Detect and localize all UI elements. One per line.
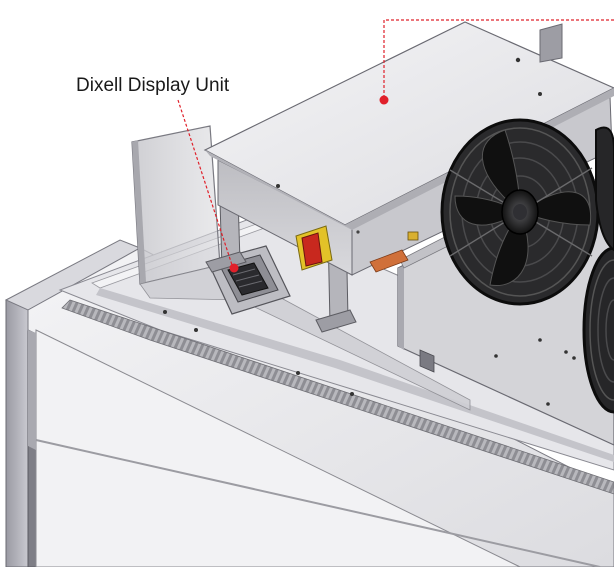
isolator-switch	[295, 225, 333, 271]
side-guard-panel	[131, 125, 471, 411]
condenser-fan-right	[582, 246, 614, 414]
callout-leader-display	[177, 99, 234, 269]
copper-pipe	[369, 231, 419, 273]
callout-leader-enclosure	[383, 19, 614, 98]
callout-dot-display	[229, 263, 239, 273]
dixell-display-unit-label: Dixell Display Unit	[76, 75, 230, 96]
condenser-fan-top-right	[595, 126, 614, 252]
callout-dot-enclosure	[379, 95, 389, 105]
dixell-display	[227, 262, 269, 296]
callout-leaders	[177, 19, 614, 273]
condenser-fan-left	[440, 118, 600, 306]
